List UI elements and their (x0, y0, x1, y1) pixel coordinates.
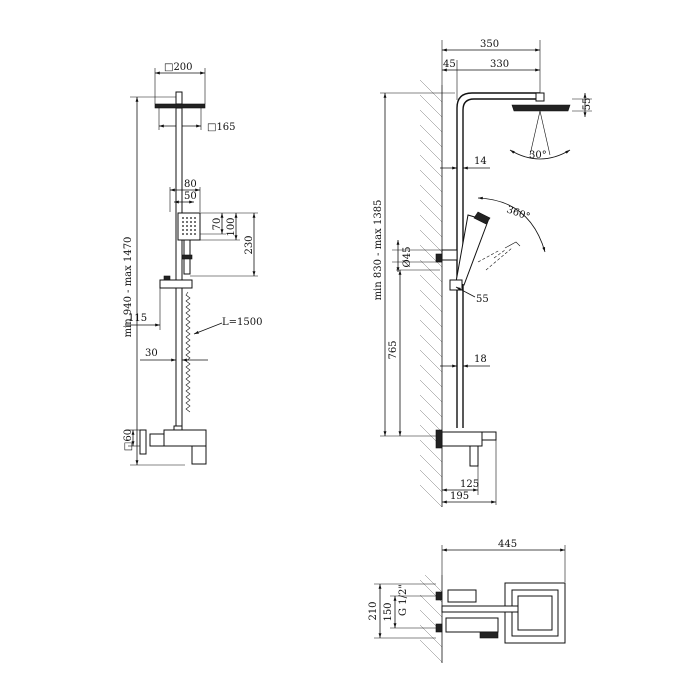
mixer-outlet (173, 425, 183, 431)
spray-line-right (539, 110, 551, 156)
hose-leader (193, 322, 223, 335)
slider-holder (159, 279, 193, 289)
hand-shower-nozzles (182, 217, 196, 235)
valve-60-label: □60 (123, 429, 134, 451)
pipe-18-label: 18 (474, 354, 487, 365)
width-50-label: 50 (184, 191, 197, 202)
plan-lever (479, 631, 499, 639)
wall-hatch (419, 79, 443, 508)
plan-inlet-bottom (435, 623, 443, 633)
height-range-label: min 940 - max 1470 (123, 237, 134, 338)
shower-head (154, 103, 206, 109)
holder-55-label: 55 (476, 294, 489, 305)
hand-shower-ghost-head (504, 241, 521, 249)
plan-arm (441, 605, 519, 613)
hs-100-label: 100 (226, 217, 237, 236)
depth-125-label: 125 (460, 479, 479, 490)
depth-195-label: 195 (450, 491, 469, 502)
lower-pipe (175, 287, 183, 427)
holder-45-label: Ø45 (402, 247, 413, 268)
mixer-lever (191, 445, 207, 465)
offset-115-label: 115 (128, 313, 147, 324)
total-width-label: 350 (480, 39, 499, 50)
spray-line-left (529, 110, 541, 156)
pipe-14-label: 14 (474, 156, 487, 167)
mixer-spout (149, 433, 165, 447)
side-view: 350 45 330 55 30° 14 360° (373, 39, 593, 508)
upper-pipe (175, 107, 183, 287)
side-holder-arm (441, 249, 458, 261)
hs-70-label: 70 (212, 218, 223, 231)
head-square-small-label: □165 (207, 122, 236, 133)
side-holder-wall (435, 253, 443, 263)
side-mixer-body (441, 431, 483, 447)
width-445-label: 445 (498, 539, 517, 550)
wall-flange (139, 429, 147, 455)
hand-shower-button (181, 254, 193, 260)
slider-knob (163, 275, 171, 281)
width-80-label: 80 (184, 179, 197, 190)
height-210-label: 210 (368, 601, 379, 620)
side-holder-clip (449, 279, 463, 291)
plan-view: 445 210 150 G 1/2" (368, 539, 566, 663)
head-connector (175, 91, 183, 105)
plan-head-core (517, 595, 553, 631)
height-150-label: 150 (383, 602, 394, 621)
wall-offset-label: 45 (443, 59, 456, 70)
height-765-label: 765 (388, 340, 399, 359)
head-square-label: □200 (164, 62, 193, 73)
arm-label: 330 (490, 59, 509, 70)
side-mixer-lever (469, 445, 479, 467)
side-mixer-flange (435, 429, 443, 449)
side-mixer-front (481, 431, 497, 441)
offset-30-label: 30 (145, 348, 158, 359)
hand-shower-face (177, 212, 201, 241)
hose-label: L=1500 (222, 317, 262, 328)
plan-wall (420, 575, 442, 663)
side-height-range-label: min 830 - max 1385 (373, 200, 384, 301)
side-pipe-inner (462, 98, 540, 428)
plan-inlet-top (435, 591, 443, 601)
hand-shower-ghost (477, 247, 513, 271)
spray-angle-arc (509, 149, 571, 160)
rotation-arc (477, 196, 546, 253)
plan-holder (447, 589, 477, 603)
side-pipe-outer (456, 92, 540, 428)
side-shower-head (511, 104, 571, 112)
side-head-connector (535, 92, 545, 102)
plan-mixer (445, 617, 499, 633)
side-hand-shower (455, 214, 489, 286)
spray-angle-label: 30° (529, 150, 547, 161)
hose (185, 291, 191, 413)
holder-55-leader (455, 286, 476, 298)
head-height-label: 55 (582, 98, 593, 111)
thread-label: G 1/2" (398, 584, 409, 616)
hs-230-label: 230 (244, 235, 255, 254)
side-hand-shower-head (473, 211, 491, 225)
front-view: min 940 - max 1470 □200 □165 80 50 (123, 62, 262, 466)
rotation-label: 360° (505, 204, 531, 223)
mixer-body (163, 429, 207, 447)
